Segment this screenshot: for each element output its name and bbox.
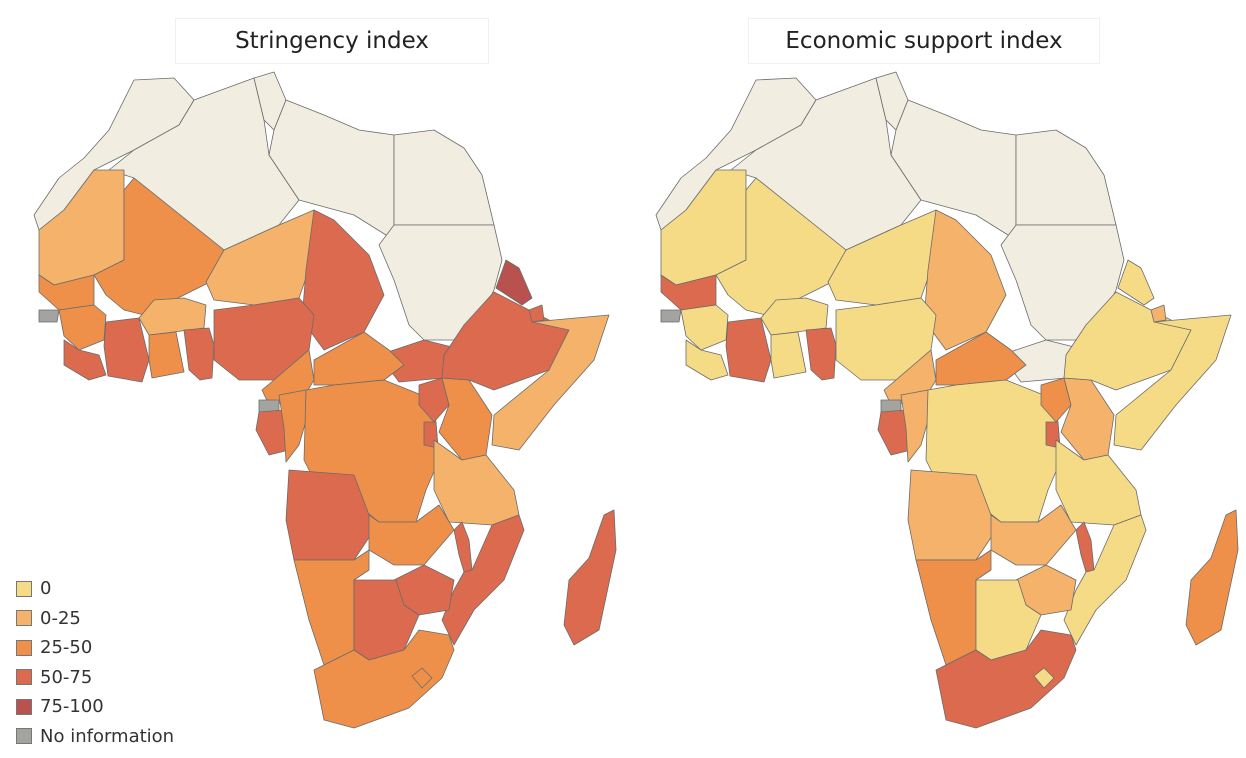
legend-swatch [16,639,32,656]
legend-swatch [16,698,32,715]
legend-item: 75-100 [16,692,174,722]
country-cote-divoire [725,317,772,383]
country-lesotho [411,667,433,689]
country-ghana [770,331,807,379]
country-sierra-leone-liberia [685,339,729,381]
country-somalia [491,314,610,451]
legend-label: No information [40,725,175,747]
country-malawi [1075,521,1095,573]
economic-support-map-title: Economic support index [748,18,1100,64]
legend-label: 75-100 [40,696,104,718]
legend-item: 0 [16,574,174,604]
country-car [935,331,1027,386]
country-lesotho [1033,667,1055,689]
legend-swatch [16,728,32,745]
country-togo-benin [183,327,215,381]
country-egypt [1015,129,1117,226]
country-guinea-bissau [660,309,682,323]
country-chad [301,209,385,351]
country-togo-benin [805,327,837,381]
legend-swatch [16,610,32,627]
country-south-africa [313,629,455,729]
country-madagascar [1185,509,1239,646]
country-kenya [438,377,493,461]
country-equatorial-guinea [880,399,902,413]
legend-label: 0 [40,578,52,600]
country-cote-divoire [103,317,150,383]
country-equatorial-guinea [258,399,280,413]
legend-label: 50-75 [40,666,93,688]
country-guinea [58,304,107,351]
country-sierra-leone-liberia [63,339,107,381]
country-djibouti [1150,304,1167,323]
country-angola [907,469,997,561]
country-kenya [1060,377,1115,461]
country-south-africa [935,629,1077,729]
country-guinea-bissau [38,309,60,323]
country-angola [285,469,375,561]
country-uganda [418,377,450,423]
country-djibouti [528,304,545,323]
legend-swatch [16,669,32,686]
legend-item: 50-75 [16,663,174,693]
country-somalia [1113,314,1232,451]
legend-item: 0-25 [16,604,174,634]
country-eritrea [1117,259,1155,306]
legend-swatch [16,580,32,597]
economic-support-map [655,71,1239,729]
legend-item: 25-50 [16,633,174,663]
country-car [313,331,405,386]
stringency-map [33,71,617,729]
legend: 0 0-25 25-50 50-75 75-100 No information [16,574,174,751]
country-malawi [453,521,473,573]
country-madagascar [563,509,617,646]
country-gabon [255,409,290,456]
legend-item: No information [16,722,174,752]
country-ghana [148,331,185,379]
country-uganda [1040,377,1072,423]
country-eritrea [495,259,533,306]
country-guinea [680,304,729,351]
stringency-map-title: Stringency index [175,18,489,64]
country-chad [923,209,1007,351]
legend-label: 25-50 [40,637,93,659]
country-gabon [877,409,912,456]
legend-label: 0-25 [40,607,81,629]
country-egypt [393,129,495,226]
